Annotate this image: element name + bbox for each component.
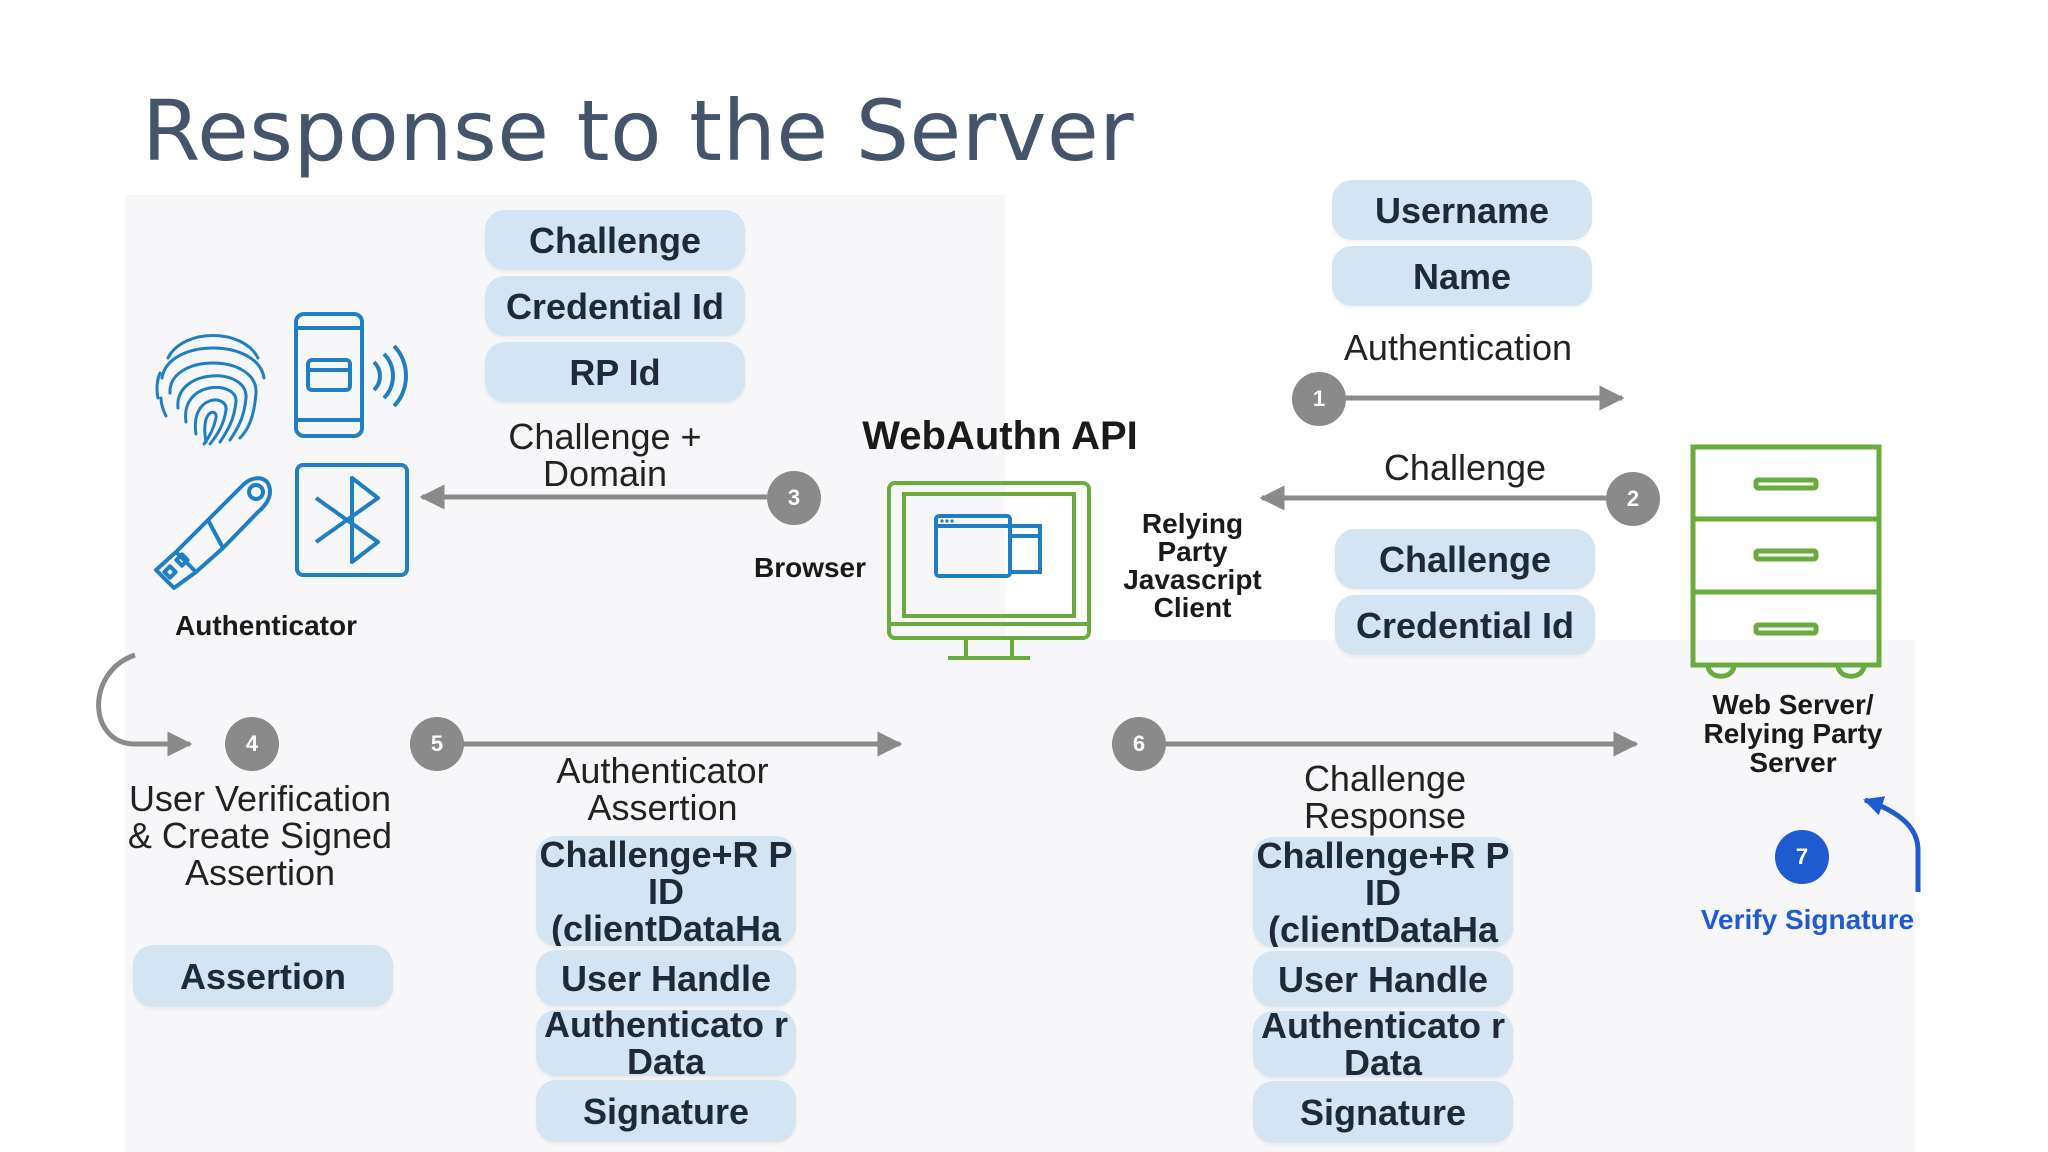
authenticator-assertion-label: Authenticator Assertion [556, 750, 769, 828]
step-4-badge: 4 [225, 717, 279, 771]
pill-rp-id: RP Id [485, 342, 745, 402]
pill-authenticator-data-left: Authenticato r Data [536, 1010, 796, 1076]
pill-credential-id-2: Credential Id [1335, 595, 1595, 655]
step-5-badge: 5 [410, 717, 464, 771]
pill-name: Name [1332, 246, 1592, 306]
step-2-badge: 2 [1606, 472, 1660, 526]
pill-user-handle-right: User Handle [1253, 951, 1513, 1007]
pill-assertion: Assertion [133, 945, 393, 1007]
pill-challenge-2: Challenge [1335, 529, 1595, 589]
pill-signature-right: Signature [1253, 1081, 1513, 1143]
page-title: Response to the Server [142, 82, 1135, 180]
web-server-label: Web Server/ Relying Party Server [1703, 689, 1883, 778]
pill-clientdata-right: Challenge+R P ID (clientDataHa [1253, 837, 1513, 947]
webauthn-api-label: WebAuthn API [862, 414, 1138, 458]
user-verification-label: User Verification & Create Signed Assert… [127, 778, 393, 893]
step-7-badge: 7 [1775, 830, 1829, 884]
arrow-7-curve [1863, 796, 1921, 892]
challenge-response-label: Challenge Response [1303, 758, 1467, 836]
challenge-arrow-label: Challenge [1383, 447, 1547, 488]
pill-challenge: Challenge [485, 210, 745, 270]
verify-signature-label: Verify Signature [1700, 904, 1915, 935]
pill-clientdata-left: Challenge+R P ID (clientDataHa [536, 836, 796, 946]
authentication-label: Authentication [1343, 327, 1573, 368]
challenge-domain-label: Challenge + Domain [508, 416, 702, 494]
arrow-4-curve [96, 652, 193, 757]
authenticator-label: Authenticator [175, 610, 357, 641]
rp-js-client-label: Relying Party Javascript Client [1123, 508, 1262, 623]
usb-key-icon [154, 476, 272, 590]
pill-signature-left: Signature [536, 1080, 796, 1142]
pill-user-handle-left: User Handle [536, 950, 796, 1006]
step-1-badge: 1 [1292, 372, 1346, 426]
fingerprint-icon [155, 334, 266, 446]
pill-username: Username [1332, 180, 1592, 240]
step-6-badge: 6 [1112, 717, 1166, 771]
server-cabinet-icon [1690, 444, 1882, 679]
pill-authenticator-data-right: Authenticato r Data [1253, 1011, 1513, 1077]
bluetooth-icon [295, 463, 409, 577]
browser-label: Browser [753, 552, 867, 583]
browser-monitor-icon [887, 481, 1091, 660]
step-3-badge: 3 [767, 471, 821, 525]
mobile-nfc-icon [294, 312, 408, 438]
pill-credential-id: Credential Id [485, 276, 745, 336]
